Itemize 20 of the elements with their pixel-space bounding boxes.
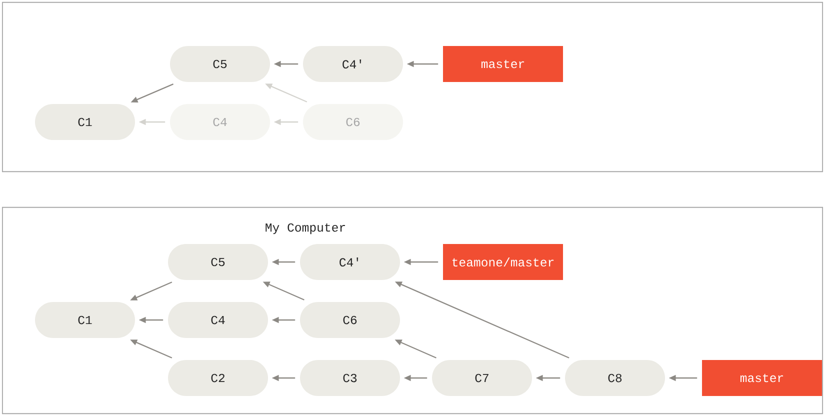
commit-pill: C6 bbox=[300, 302, 400, 338]
branch-label: teamone/master bbox=[443, 244, 563, 280]
commit-pill: C4 bbox=[170, 104, 270, 140]
frame-box bbox=[2, 206, 824, 414]
commit-pill: C4' bbox=[300, 244, 400, 280]
frame-title: My Computer bbox=[266, 223, 345, 234]
commit-pill: C1 bbox=[35, 104, 135, 140]
frame-box bbox=[2, 2, 824, 172]
commit-pill: C2 bbox=[168, 360, 268, 396]
commit-pill: C4' bbox=[303, 46, 403, 82]
commit-pill: C5 bbox=[170, 46, 270, 82]
commit-pill: C4 bbox=[168, 302, 268, 338]
commit-pill: C5 bbox=[168, 244, 268, 280]
commit-pill: C7 bbox=[432, 360, 532, 396]
commit-pill: C6 bbox=[303, 104, 403, 140]
commit-pill: C3 bbox=[300, 360, 400, 396]
branch-label: master bbox=[443, 46, 563, 82]
branch-label: master bbox=[702, 360, 822, 396]
commit-pill: C8 bbox=[565, 360, 665, 396]
commit-pill: C1 bbox=[35, 302, 135, 338]
